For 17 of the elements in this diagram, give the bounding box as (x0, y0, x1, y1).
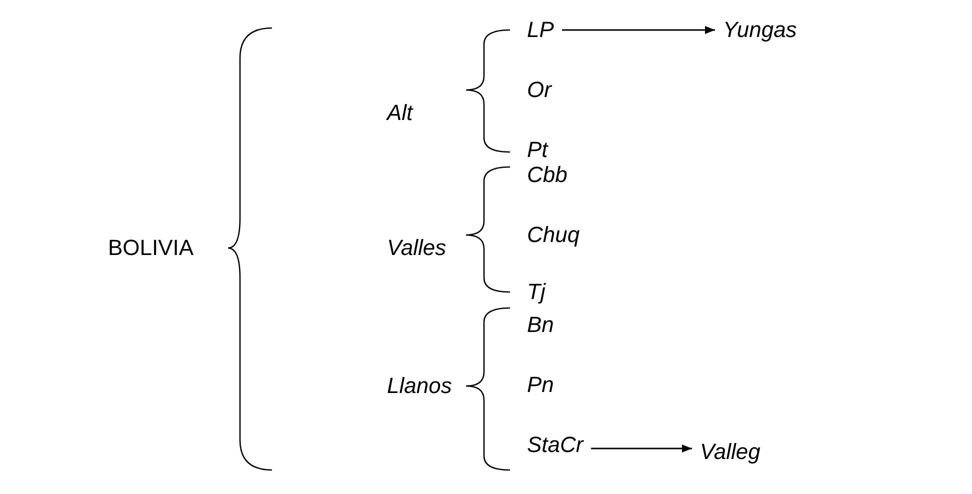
node-label: Cbb (527, 162, 568, 188)
node-label: Alt (387, 100, 413, 126)
node-label: Tj (527, 279, 546, 305)
node-label: Or (527, 77, 552, 103)
node-label: Valleg (700, 439, 760, 465)
node-label: BOLIVIA (108, 235, 194, 261)
node-label: Pt (527, 137, 548, 163)
node-label: LP (527, 17, 554, 43)
node-label: Pn (527, 372, 554, 398)
node-label: Bn (527, 312, 554, 338)
node-label: Llanos (387, 373, 452, 399)
node-label: Chuq (527, 222, 580, 248)
node-label: StaCr (527, 432, 584, 458)
node-label: Yungas (723, 17, 797, 43)
arrow (562, 26, 715, 34)
arrow (591, 444, 692, 452)
node-label: Valles (387, 235, 446, 261)
